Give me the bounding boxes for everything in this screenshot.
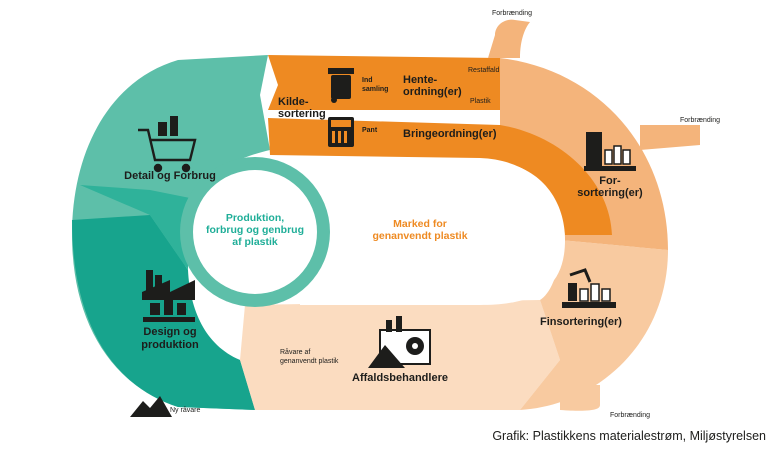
deposit-machine-icon: [328, 117, 354, 147]
label-ind-samling: Ind samling: [362, 77, 389, 93]
peach-right-segment: [500, 58, 668, 250]
shopping-cart-icon: [138, 116, 197, 173]
market-label: Marked for genanvendt plastik: [372, 218, 468, 242]
right-incineration-arrow: [640, 125, 700, 150]
label-forbraending-bottom: Forbrænding: [610, 412, 651, 419]
orange-lower-band: [268, 118, 612, 235]
center-label: Produktion, forbrug og genbrug af plasti…: [206, 212, 304, 248]
label-forbraending-right: Forbrænding: [680, 117, 721, 124]
fine-sorting-icon: [562, 268, 616, 308]
pre-sorting-icon: [584, 132, 636, 171]
center-circle: [193, 170, 317, 294]
label-plastik: Plastik: [470, 98, 491, 105]
stage-affaldsbehandlere: Affaldsbehandlere: [352, 372, 448, 384]
figure-caption: Grafik: Plastikkens materialestrøm, Milj…: [492, 429, 766, 443]
peach-bottom-right-segment: [520, 240, 668, 410]
label-raavare-genanvendt: Råvare af genanvendt plastik: [280, 349, 339, 365]
waste-bin-icon: [328, 68, 354, 103]
waste-treatment-icon: [368, 316, 431, 368]
stage-forsortering: For- sortering(er): [577, 175, 643, 199]
bottom-incineration-arrow: [560, 385, 600, 411]
stage-kildesortering: Kilde- sortering: [278, 96, 326, 120]
stage-bringeordning: Bringeordning(er): [403, 128, 497, 140]
label-restaffald: Restaffald: [468, 67, 500, 74]
new-raw-material-mound: [130, 396, 172, 417]
label-pant: Pant: [362, 127, 378, 134]
top-incineration-arrow: [488, 19, 530, 58]
teal-lower-segment: [72, 215, 255, 410]
label-ny-raavare: Ny råvare: [170, 407, 201, 414]
inner-white-track: [300, 160, 565, 305]
stage-detail-forbrug: Detail og Forbrug: [124, 170, 216, 182]
label-forbraending-top: Forbrænding: [492, 10, 533, 17]
factory-icon: [142, 270, 195, 322]
orange-top-band: [268, 55, 500, 110]
teal-mid-band: [80, 185, 200, 270]
stage-henteordning: Hente- ordning(er): [403, 74, 462, 98]
stage-design-produktion: Design og produktion: [141, 326, 199, 351]
stage-finsortering: Finsortering(er): [540, 316, 622, 328]
